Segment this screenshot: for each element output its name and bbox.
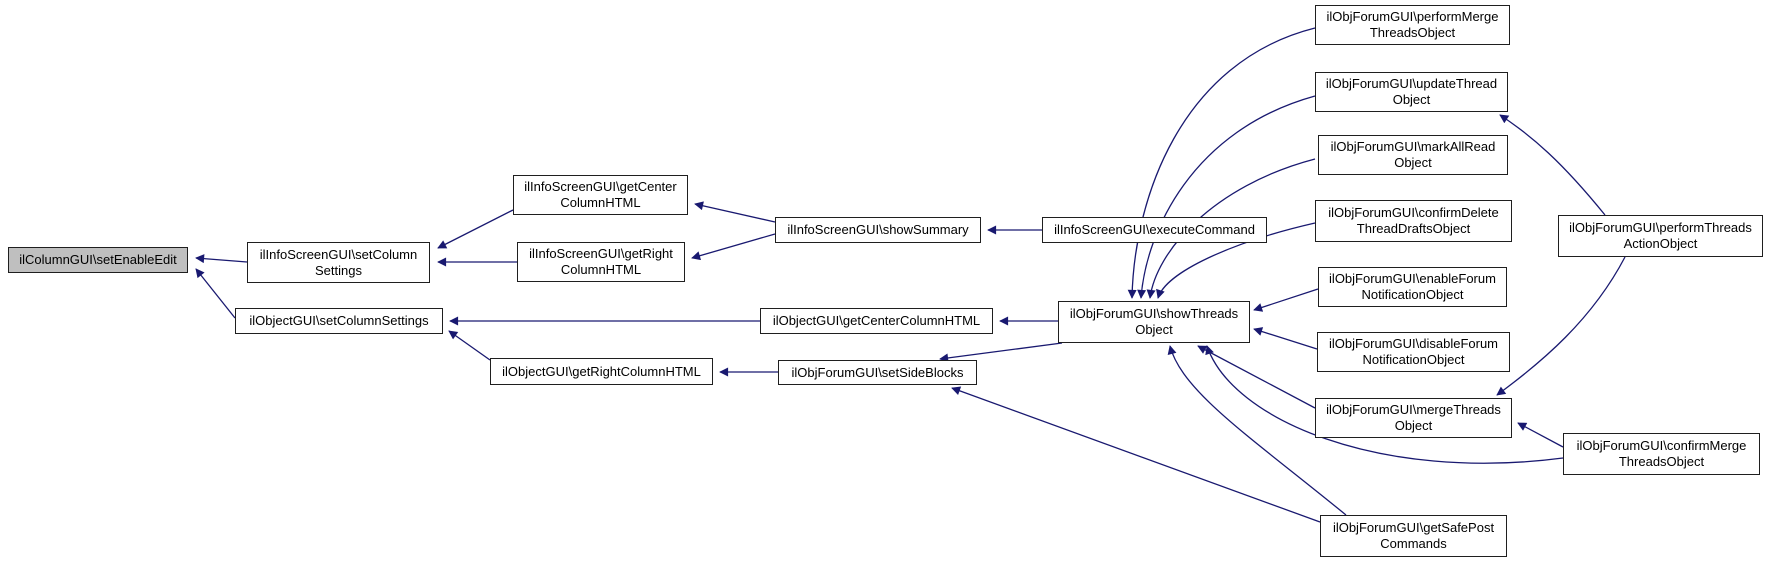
- node-forum-disable-forum-notification-object[interactable]: ilObjForumGUI\disableForum NotificationO…: [1317, 332, 1510, 372]
- edge-forum-merge-threads-object-to-forum-show-threads-object: [1197, 345, 1316, 409]
- node-forum-merge-threads-object[interactable]: ilObjForumGUI\mergeThreads Object: [1315, 398, 1512, 438]
- node-forum-enable-forum-notification-object[interactable]: ilObjForumGUI\enableForum NotificationOb…: [1318, 267, 1507, 307]
- node-forum-perform-threads-action-object[interactable]: ilObjForumGUI\performThreads ActionObjec…: [1558, 215, 1763, 257]
- edge-obj-set-column-settings-to-col-set-enable-edit: [195, 268, 236, 319]
- edge-forum-disable-forum-notification-object-to-forum-show-threads-object: [1253, 327, 1318, 350]
- node-forum-set-side-blocks[interactable]: ilObjForumGUI\setSideBlocks: [778, 360, 977, 385]
- node-obj-get-center-column-h-t-m-l[interactable]: ilObjectGUI\getCenterColumnHTML: [760, 308, 993, 334]
- edge-forum-update-thread-object-to-forum-show-threads-object: [1137, 95, 1316, 299]
- node-col-set-enable-edit[interactable]: ilColumnGUI\setEnableEdit: [8, 247, 188, 273]
- node-forum-mark-all-read-object[interactable]: ilObjForumGUI\markAllRead Object: [1318, 135, 1508, 175]
- node-info-execute-command[interactable]: ilInfoScreenGUI\executeCommand: [1042, 217, 1267, 243]
- node-info-show-summary[interactable]: ilInfoScreenGUI\showSummary: [775, 217, 981, 243]
- node-obj-set-column-settings[interactable]: ilObjectGUI\setColumnSettings: [235, 308, 443, 334]
- edge-forum-confirm-delete-thread-drafts-object-to-forum-show-threads-object: [1156, 222, 1316, 299]
- node-info-set-column-settings[interactable]: ilInfoScreenGUI\setColumn Settings: [247, 242, 430, 283]
- node-forum-confirm-merge-threads-object[interactable]: ilObjForumGUI\confirmMerge ThreadsObject: [1563, 433, 1760, 475]
- edge-forum-get-safe-post-commands-to-forum-show-threads-object: [1167, 345, 1347, 516]
- edge-forum-show-threads-object-to-forum-set-side-blocks: [939, 342, 1063, 363]
- edge-forum-confirm-merge-threads-object-to-forum-show-threads-object: [1205, 345, 1564, 464]
- node-forum-confirm-delete-thread-drafts-object[interactable]: ilObjForumGUI\confirmDelete ThreadDrafts…: [1315, 200, 1512, 242]
- node-forum-get-safe-post-commands[interactable]: ilObjForumGUI\getSafePost Commands: [1320, 515, 1507, 557]
- node-forum-show-threads-object[interactable]: ilObjForumGUI\showThreads Object: [1058, 301, 1250, 343]
- edge-info-set-column-settings-to-col-set-enable-edit: [195, 254, 248, 264]
- edge-obj-get-right-column-h-t-m-l-to-obj-set-column-settings: [448, 330, 491, 361]
- node-info-get-right-column-h-t-m-l[interactable]: ilInfoScreenGUI\getRight ColumnHTML: [517, 242, 685, 282]
- node-forum-update-thread-object[interactable]: ilObjForumGUI\updateThread Object: [1315, 72, 1508, 112]
- edge-info-show-summary-to-info-get-center-column-h-t-m-l: [694, 201, 776, 223]
- node-forum-perform-merge-threads-object[interactable]: ilObjForumGUI\performMerge ThreadsObject: [1315, 5, 1510, 45]
- edge-info-get-center-column-h-t-m-l-to-info-set-column-settings: [437, 209, 514, 249]
- edge-forum-perform-merge-threads-object-to-forum-show-threads-object: [1127, 27, 1316, 299]
- edge-forum-enable-forum-notification-object-to-forum-show-threads-object: [1253, 288, 1319, 312]
- edge-forum-confirm-merge-threads-object-to-forum-merge-threads-object: [1517, 422, 1564, 448]
- edge-forum-perform-threads-action-object-to-forum-update-thread-object: [1499, 114, 1606, 216]
- node-info-get-center-column-h-t-m-l[interactable]: ilInfoScreenGUI\getCenter ColumnHTML: [513, 175, 688, 215]
- edge-forum-get-safe-post-commands-to-forum-set-side-blocks: [951, 386, 1321, 523]
- edge-info-show-summary-to-info-get-right-column-h-t-m-l: [691, 233, 776, 261]
- edge-forum-perform-threads-action-object-to-forum-merge-threads-object: [1496, 256, 1626, 396]
- node-obj-get-right-column-h-t-m-l[interactable]: ilObjectGUI\getRightColumnHTML: [490, 358, 713, 385]
